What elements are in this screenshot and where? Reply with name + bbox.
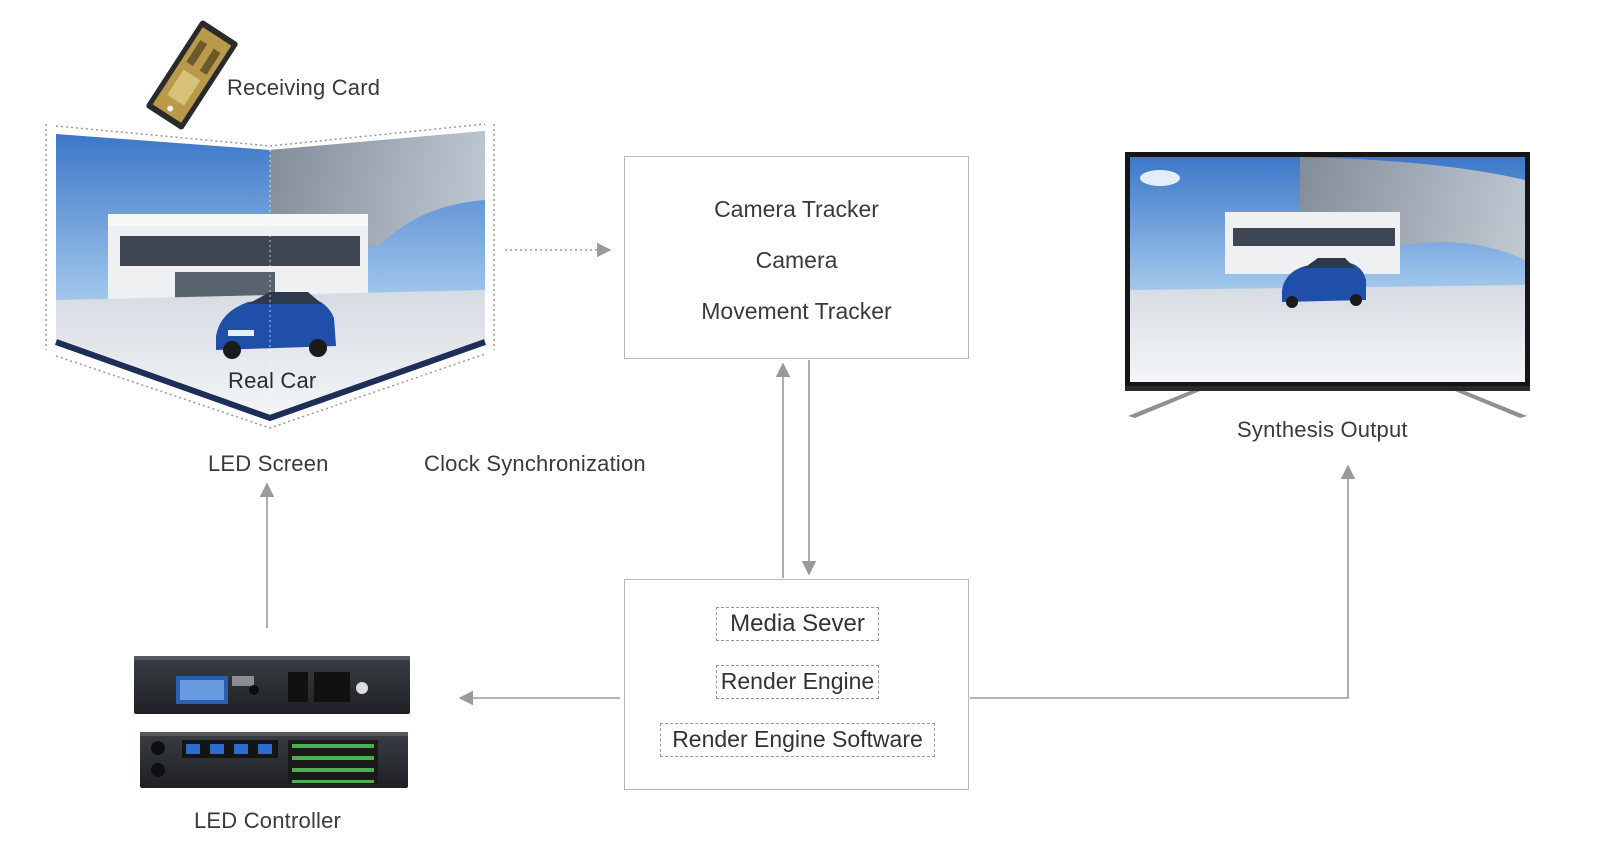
rack-controller-icon bbox=[134, 656, 410, 788]
receiving-card-label: Receiving Card bbox=[227, 75, 381, 100]
connectors bbox=[259, 242, 1356, 706]
led-controller-label: LED Controller bbox=[194, 808, 342, 833]
media-server-item: Media Sever bbox=[716, 607, 879, 641]
clock-sync-label: Clock Synchronization bbox=[424, 451, 646, 476]
circuit-card-icon bbox=[146, 20, 238, 130]
led-screen-label: LED Screen bbox=[208, 451, 329, 476]
tracker-line-1: Camera Tracker bbox=[714, 196, 879, 222]
real-car-label: Real Car bbox=[228, 368, 317, 393]
render-engine-item: Render Engine bbox=[716, 665, 879, 699]
render-engine-software-item: Render Engine Software bbox=[660, 723, 935, 757]
media-to-output-arrow bbox=[970, 464, 1356, 699]
tracker-line-2: Camera bbox=[755, 247, 838, 273]
curved-led-wall-image bbox=[45, 123, 495, 429]
camera-tracker-box: Camera Tracker Camera Movement Tracker bbox=[624, 156, 969, 359]
synthesis-output-label: Synthesis Output bbox=[1237, 417, 1408, 442]
tracker-line-3: Movement Tracker bbox=[701, 298, 892, 324]
tv-monitor-icon bbox=[1125, 152, 1530, 418]
media-server-box: Media Sever Render Engine Render Engine … bbox=[624, 579, 969, 790]
